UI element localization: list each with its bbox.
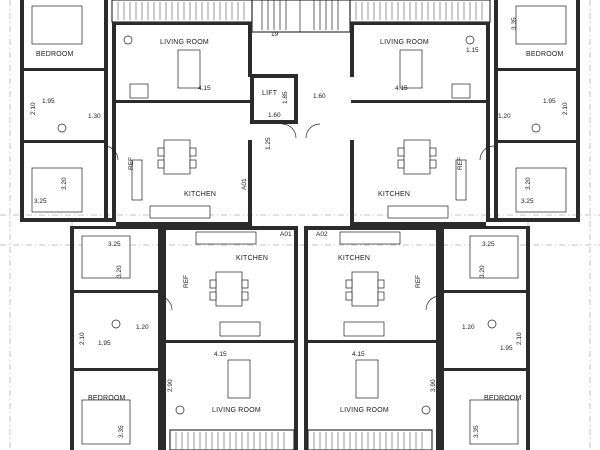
dim-210-bl: 2.10 (79, 332, 86, 345)
label-bedroom-tr: BEDROOM (526, 51, 564, 58)
apt-code-a02: A02 (316, 231, 328, 238)
dimension-labels: 4.15 4.15 4.15 4.15 1.60 1.85 1.60 1.25 … (30, 17, 569, 438)
dim-415-tr: 4.15 (395, 85, 408, 92)
ref-tr: REF (457, 157, 464, 170)
ref-tl: REF (128, 157, 135, 170)
room-labels: BEDROOM BEDROOM LIVING ROOM LIVING ROOM … (36, 39, 564, 414)
label-kitchen-bl: KITCHEN (236, 255, 268, 262)
ref-br: REF (415, 275, 422, 288)
bottom-balconies (169, 429, 433, 450)
label-bedroom-br: BEDROOM (484, 395, 522, 402)
dim-120-bl: 1.20 (136, 324, 149, 331)
apartment-codes: A01 A01 A02 (241, 178, 328, 238)
label-living-tr: LIVING ROOM (380, 39, 429, 46)
label-kitchen-tl: KITCHEN (184, 191, 216, 198)
dim-160-corridor: 1.60 (313, 93, 326, 100)
walls-top (20, 0, 580, 226)
dim-415-bl: 4.15 (214, 351, 227, 358)
dim-415-br: 4.15 (352, 351, 365, 358)
dim-290-bl: 2.90 (167, 379, 174, 392)
label-kitchen-br: KITCHEN (338, 255, 370, 262)
dim-210-tl: 2.10 (30, 102, 37, 115)
dim-125: 1.25 (265, 137, 272, 150)
dim-335-tr: 3.35 (511, 17, 518, 30)
label-kitchen-tr: KITCHEN (378, 191, 410, 198)
ref-bl: REF (183, 275, 190, 288)
label-bedroom-bl: BEDROOM (88, 395, 126, 402)
dim-195-br: 1.95 (500, 345, 513, 352)
apt-code-a01: A01 (280, 231, 292, 238)
dim-325-bl: 3.25 (108, 241, 121, 248)
dim-195-tr: 1.95 (543, 98, 556, 105)
stairs: 19 (251, 0, 351, 38)
dim-335-bl: 3.35 (118, 425, 125, 438)
dim-320-br: 3.20 (479, 265, 486, 278)
label-lift: LIFT (262, 90, 278, 97)
dim-325-tr: 3.25 (521, 198, 534, 205)
dim-130-tl: 1.30 (88, 113, 101, 120)
apt-code-a01-vertical: A01 (241, 178, 248, 190)
dim-415-tl: 4.15 (198, 85, 211, 92)
dim-210-br: 2.10 (516, 332, 523, 345)
dim-210-tr: 2.10 (562, 102, 569, 115)
dim-390-br: 3.90 (430, 379, 437, 392)
dim-325-br: 3.25 (482, 241, 495, 248)
dim-160-lift: 1.60 (268, 112, 281, 119)
dim-320-bl: 3.20 (116, 265, 123, 278)
dim-195-tl: 1.95 (42, 98, 55, 105)
label-living-bl: LIVING ROOM (212, 407, 261, 414)
dim-320-tr: 3.20 (525, 177, 532, 190)
label-bedroom-tl: BEDROOM (36, 51, 74, 58)
dim-320-tl: 3.20 (61, 177, 68, 190)
dim-120-tr: 1.20 (498, 113, 511, 120)
dim-185-lift: 1.85 (282, 91, 289, 104)
dim-120-br: 1.20 (462, 324, 475, 331)
furniture (31, 5, 567, 445)
label-living-tl: LIVING ROOM (160, 39, 209, 46)
dim-335-br: 3.35 (473, 425, 480, 438)
ref-markers: REF REF REF REF (128, 157, 464, 288)
dim-115-tr: 1.15 (466, 47, 479, 54)
stair-count: 19 (271, 31, 279, 38)
walls-bottom (70, 226, 530, 450)
dim-195-bl: 1.95 (98, 340, 111, 347)
top-balconies (111, 0, 491, 23)
dim-325-tl: 3.25 (34, 198, 47, 205)
label-living-br: LIVING ROOM (340, 407, 389, 414)
